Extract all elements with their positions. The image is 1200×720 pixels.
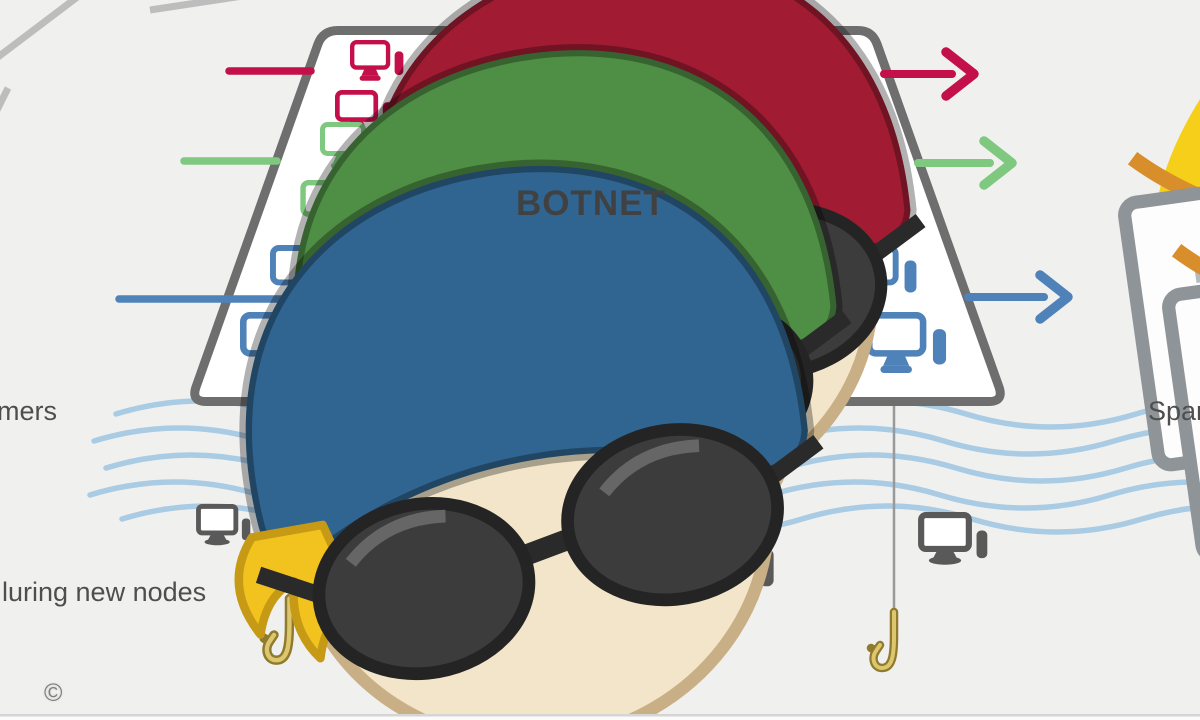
spam-arrow-blue <box>964 270 1073 324</box>
copyright-icon: © <box>44 679 63 707</box>
spam-arrow-red <box>880 47 979 101</box>
luring-new-nodes-label: luring new nodes <box>2 577 207 607</box>
spam-arrow-green <box>914 136 1017 190</box>
arrowhead-icon <box>979 136 1017 190</box>
botnet-title: BOTNET <box>516 184 666 223</box>
arrowhead-icon <box>1035 270 1073 324</box>
spam-arrows <box>880 47 1073 324</box>
spammers-label-clipped: mers <box>0 396 57 426</box>
background-marks <box>0 0 240 112</box>
computer-node-icon <box>198 506 250 545</box>
spam-label-clipped: Spam <box>1148 396 1200 426</box>
fishing-hook-icon <box>871 612 894 668</box>
bottom-border <box>0 714 1200 720</box>
arrowhead-icon <box>941 47 979 101</box>
